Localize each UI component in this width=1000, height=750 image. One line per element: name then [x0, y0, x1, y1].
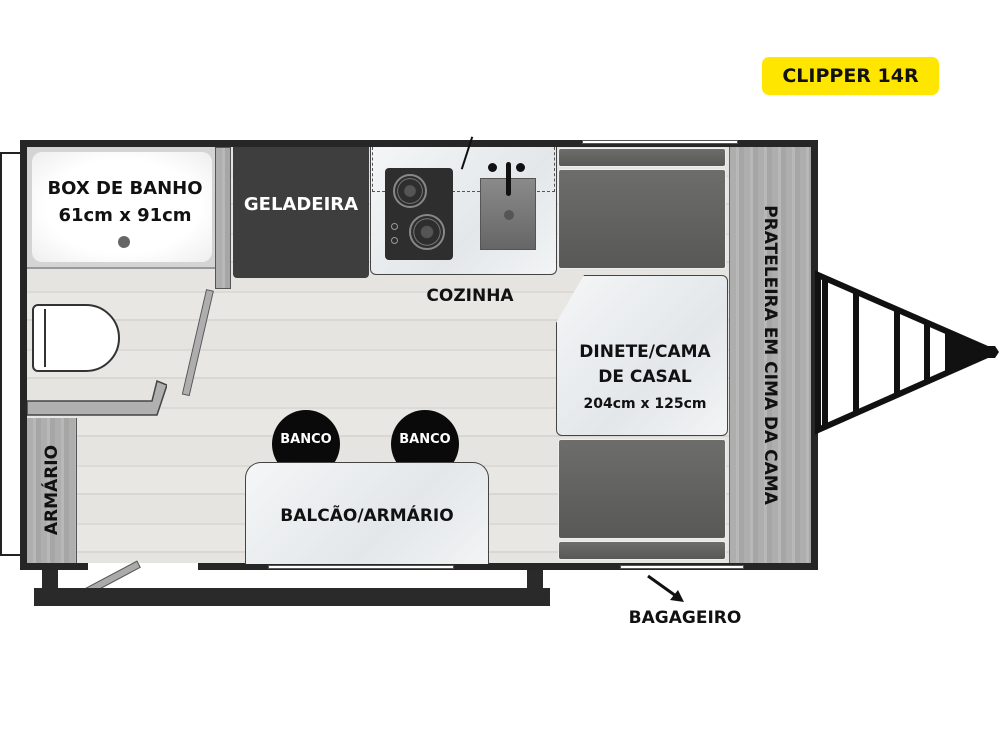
entry-door-opening [88, 563, 198, 571]
sink-icon [480, 178, 536, 250]
counter-label: BALCÃO/ARMÁRIO [280, 506, 454, 526]
stool-1-label: BANCO [280, 432, 332, 447]
window-bottom [268, 565, 454, 569]
dinette-label-2: DE CASAL [598, 367, 692, 387]
bench-top-backrest [558, 148, 726, 167]
storage-label: BAGAGEIRO [628, 608, 742, 628]
dinette-table [556, 275, 728, 436]
shower-size: 61cm x 91cm [58, 205, 192, 226]
window-top [582, 140, 738, 144]
stool-2-label: BANCO [399, 432, 451, 447]
bench-bottom-backrest [558, 541, 726, 560]
fridge [233, 147, 369, 278]
storage-hatch [620, 565, 744, 569]
drain-icon [118, 236, 130, 248]
kitchen-label: COZINHA [426, 286, 514, 306]
toilet-icon [32, 304, 120, 372]
counter [245, 462, 489, 564]
trailer-tongue [815, 270, 999, 435]
chassis-bar [34, 588, 550, 606]
model-badge: CLIPPER 14R [762, 57, 939, 95]
bench-top-seat [558, 169, 726, 269]
bathroom-wall [215, 147, 231, 289]
dinette-size: 204cm x 125cm [583, 396, 707, 412]
sink-knob-icon [488, 163, 497, 172]
shelf-label: PRATELEIRA EM CIMA DA CAMA [760, 205, 780, 505]
bench-bottom-seat [558, 439, 726, 539]
shelf [729, 147, 811, 563]
axle-post [42, 570, 58, 590]
bathroom-partition [27, 379, 167, 416]
overhead-cabinet-outline [372, 147, 555, 192]
sink-knob-icon [516, 163, 525, 172]
wardrobe [27, 418, 77, 563]
stove-icon [385, 168, 453, 260]
shower-label: BOX DE BANHO [47, 178, 203, 199]
faucet-icon [506, 162, 511, 196]
wardrobe-label: ARMÁRIO [42, 444, 62, 536]
arrow-icon [647, 574, 684, 602]
dinette-label: DINETE/CAMA [579, 342, 711, 362]
fridge-label: GELADEIRA [243, 194, 359, 215]
axle-post [527, 570, 543, 590]
